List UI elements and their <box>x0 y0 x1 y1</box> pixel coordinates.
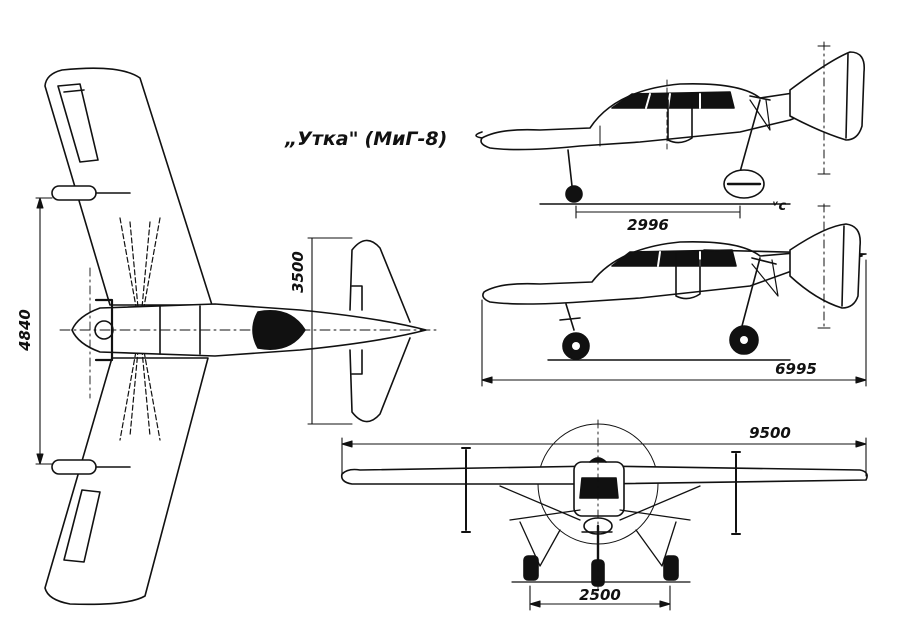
front-right-wheel <box>663 555 679 581</box>
dim-4840 <box>35 197 53 465</box>
top-view-tail-upper <box>349 239 411 323</box>
upper-canard-pod <box>51 185 97 201</box>
dim-6995-label: 6995 <box>775 360 817 378</box>
wheelbase-marker: ᵛc <box>772 199 787 214</box>
dim-9500-label: 9500 <box>749 424 791 442</box>
dim-9500 <box>341 437 867 477</box>
front-struts <box>509 509 691 567</box>
side1-nose-wheel <box>565 185 583 203</box>
top-view-tail-lower <box>349 337 411 423</box>
side1-fin <box>789 51 866 141</box>
dim-3500-label: 3500 <box>289 251 307 293</box>
dim-2500-label: 2500 <box>579 586 621 604</box>
dim-6995 <box>481 259 867 387</box>
lower-aileron <box>63 489 101 563</box>
top-view <box>44 67 441 606</box>
side-view-lower <box>482 203 867 361</box>
top-view-upper-wing <box>44 67 213 306</box>
dim-2500 <box>529 585 671 611</box>
dim-3500 <box>307 237 353 425</box>
side2-windows <box>611 249 737 267</box>
lower-canard-pod <box>51 459 97 475</box>
aircraft-name: „Утка" <box>285 128 359 150</box>
top-view-lower-wing <box>44 357 209 606</box>
front-windshield <box>579 477 619 499</box>
front-left-wheel <box>523 555 539 581</box>
side1-windows <box>611 91 735 109</box>
top-view-canopy <box>252 310 306 350</box>
side-view-upper <box>475 41 866 205</box>
side2-fin <box>789 223 862 309</box>
dim-2996 <box>575 205 741 219</box>
dim-2996-label: 2996 <box>627 216 669 234</box>
dim-4840-label: 4840 <box>16 309 34 352</box>
aircraft-designation: (МиГ-8) <box>364 128 448 150</box>
upper-aileron <box>57 83 99 163</box>
aircraft-title: „Утка"(МиГ-8) <box>285 128 453 150</box>
front-view <box>340 419 868 601</box>
